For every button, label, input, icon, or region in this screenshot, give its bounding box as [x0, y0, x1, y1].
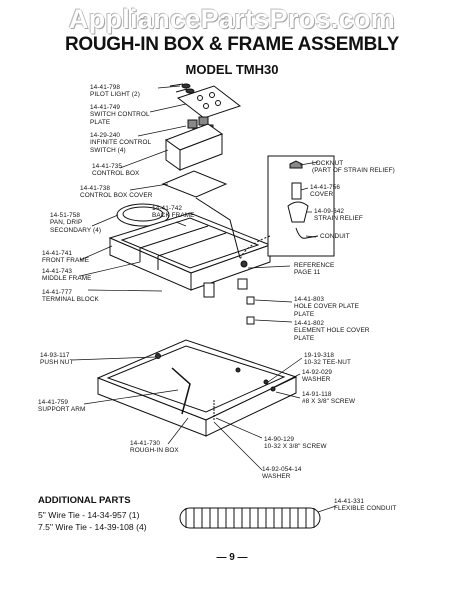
- leader-lines: [71, 85, 337, 513]
- additional-part-item: 7.5" Wire Tie - 14-39-108 (4): [38, 522, 147, 532]
- watermark: AppliancePartsPros.com: [68, 4, 396, 34]
- hole-cover-plate-part: [246, 296, 255, 305]
- label-locknut: LOCKNUT(PART OF STRAIN RELIEF): [312, 160, 395, 175]
- label-conduit: CONDUIT: [320, 233, 350, 240]
- strain-relief-inset: [239, 155, 335, 261]
- label-screw-8: 14-91-118#8 x 3/8" SCREW: [302, 391, 356, 406]
- control-box-part: [164, 123, 224, 171]
- control-box-cover-part: [161, 170, 228, 198]
- switch-control-plate-part: [176, 85, 242, 119]
- additional-parts-heading: ADDITIONAL PARTS: [38, 495, 131, 506]
- model-heading: MODEL TMH30: [185, 62, 279, 77]
- drip-pan-part: [116, 203, 170, 227]
- flexible-conduit-part: [179, 507, 321, 529]
- rough-in-box-part: [96, 339, 298, 437]
- pilot-light-part: [169, 83, 195, 94]
- page-title: ROUGH-IN BOX & FRAME ASSEMBLY: [64, 34, 400, 55]
- page-number: — 9 —: [216, 552, 248, 563]
- frame-assembly-part: [108, 197, 272, 298]
- additional-part-item: 5" Wire Tie - 14-34-957 (1): [38, 510, 140, 520]
- element-hole-cover-plate-part: [246, 316, 255, 325]
